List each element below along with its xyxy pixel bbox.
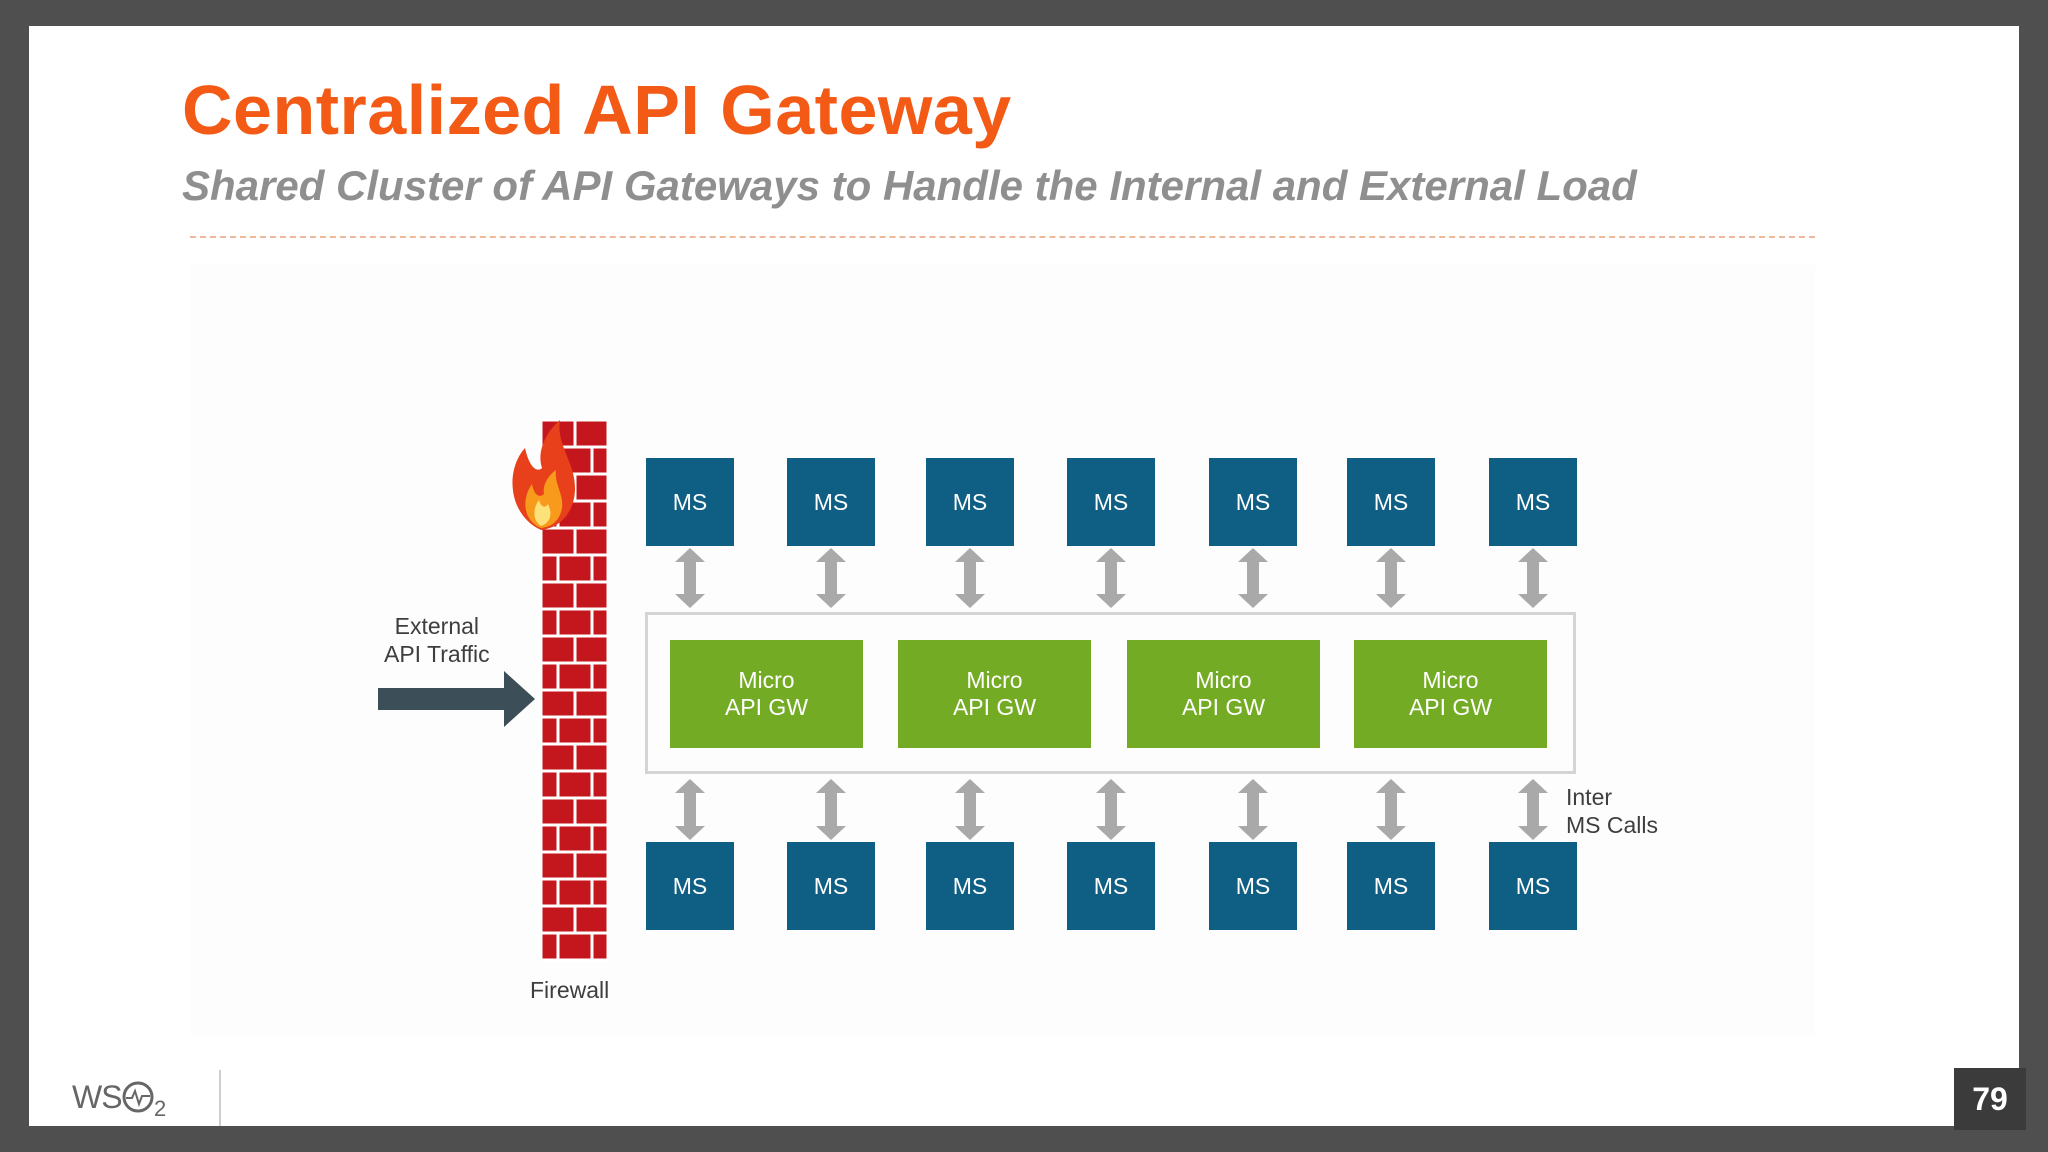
- ms-box-bottom: MS: [787, 842, 875, 930]
- firewall-brick: [593, 448, 607, 473]
- double-arrow-icon: [675, 548, 705, 608]
- double-arrow-icon: [675, 779, 705, 840]
- firewall-brick: [542, 907, 574, 932]
- firewall-brick: [542, 529, 574, 554]
- ms-box-top: MS: [787, 458, 875, 546]
- firewall-brick: [593, 610, 607, 635]
- double-arrow-icon: [1096, 779, 1126, 840]
- ms-box-bottom: MS: [1347, 842, 1435, 930]
- firewall-brick: [542, 583, 574, 608]
- firewall-brick: [593, 772, 607, 797]
- firewall-brick: [576, 745, 607, 770]
- firewall-brick: [593, 880, 607, 905]
- firewall-brick: [542, 880, 557, 905]
- firewall-brick: [559, 664, 591, 689]
- ms-box-bottom: MS: [1209, 842, 1297, 930]
- firewall-brick: [576, 637, 607, 662]
- firewall-brick: [542, 772, 557, 797]
- double-arrow-icon: [1096, 548, 1126, 608]
- firewall-brick: [542, 745, 574, 770]
- double-arrow-icon: [1518, 779, 1548, 840]
- firewall-brick: [593, 718, 607, 743]
- firewall-brick: [542, 691, 574, 716]
- double-arrow-icon: [1376, 779, 1406, 840]
- slide-subtitle: Shared Cluster of API Gateways to Handle…: [182, 162, 1637, 209]
- double-arrow-icon: [816, 779, 846, 840]
- ms-box-top: MS: [1067, 458, 1155, 546]
- ms-box-top: MS: [1489, 458, 1577, 546]
- slide-title: Centralized API Gateway: [182, 71, 1012, 149]
- firewall-brick: [542, 610, 557, 635]
- footer-separator: [219, 1070, 221, 1126]
- firewall-brick: [593, 664, 607, 689]
- firewall-brick: [576, 583, 607, 608]
- firewall-brick: [542, 799, 574, 824]
- firewall-brick: [559, 772, 591, 797]
- page-number: 79: [1954, 1068, 2026, 1130]
- ms-box-bottom: MS: [646, 842, 734, 930]
- wso2-logo: WS 2: [72, 1079, 166, 1120]
- firewall-brick: [593, 556, 607, 581]
- firewall-brick: [542, 718, 557, 743]
- external-traffic-label: External API Traffic: [384, 613, 490, 667]
- inter-ms-calls-label: Inter MS Calls: [1566, 784, 1659, 838]
- double-arrow-icon: [1238, 548, 1268, 608]
- right-arrow-icon: [378, 671, 535, 727]
- firewall-brick: [593, 826, 607, 851]
- ms-box-bottom: MS: [926, 842, 1014, 930]
- firewall-brick: [576, 907, 607, 932]
- firewall-brick: [542, 853, 574, 878]
- double-arrow-icon: [816, 548, 846, 608]
- firewall-brick: [576, 475, 607, 500]
- double-arrow-icon: [1376, 548, 1406, 608]
- ms-box-top: MS: [1347, 458, 1435, 546]
- firewall-brick: [559, 880, 591, 905]
- firewall-brick: [542, 826, 557, 851]
- double-arrow-icon: [1238, 779, 1268, 840]
- firewall-brick: [576, 529, 607, 554]
- firewall-brick: [576, 421, 607, 446]
- double-arrow-icon: [955, 779, 985, 840]
- ms-box-bottom: MS: [1067, 842, 1155, 930]
- ms-box-top: MS: [646, 458, 734, 546]
- double-arrow-icon: [955, 548, 985, 608]
- ms-box-bottom: MS: [1489, 842, 1577, 930]
- ms-box-top: MS: [1209, 458, 1297, 546]
- firewall-brick: [542, 556, 557, 581]
- ms-box-top: MS: [926, 458, 1014, 546]
- svg-text:WS: WS: [72, 1079, 122, 1115]
- gateway-cluster: [645, 612, 1576, 774]
- fire-icon: [512, 420, 575, 530]
- firewall-brick: [576, 799, 607, 824]
- firewall-brick: [559, 610, 591, 635]
- firewall-brick: [559, 718, 591, 743]
- svg-text:2: 2: [154, 1096, 166, 1120]
- firewall-brick: [542, 637, 574, 662]
- firewall-brick: [559, 556, 591, 581]
- firewall-brick: [593, 502, 607, 527]
- firewall-brick: [542, 664, 557, 689]
- firewall-brick: [542, 934, 557, 959]
- dashed-divider: [190, 236, 1815, 238]
- firewall-brick: [576, 853, 607, 878]
- connector-arrows: [675, 548, 1548, 840]
- firewall-brick: [559, 826, 591, 851]
- double-arrow-icon: [1518, 548, 1548, 608]
- firewall-brick: [559, 934, 591, 959]
- firewall-brick: [576, 691, 607, 716]
- firewall-brick: [593, 934, 607, 959]
- firewall-label: Firewall: [530, 977, 610, 1003]
